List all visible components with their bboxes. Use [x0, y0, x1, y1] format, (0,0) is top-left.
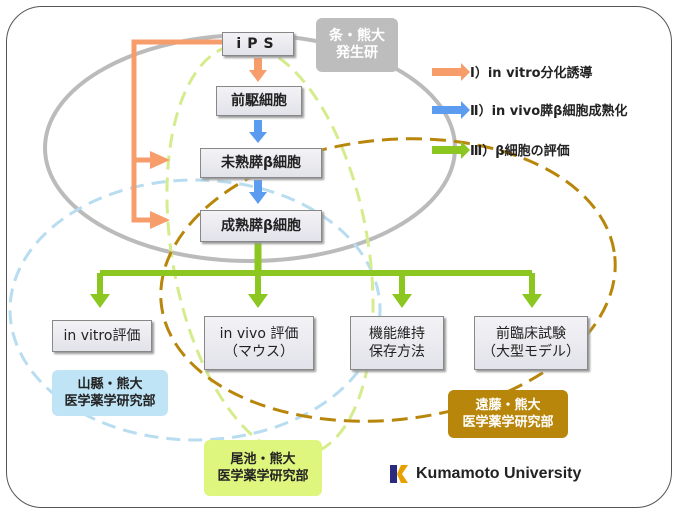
blue-arrow-icon: [432, 100, 470, 119]
legend-item-3: Ⅲ）β細胞の評価: [432, 140, 570, 159]
blue-step-1: [254, 120, 262, 134]
node-invivo-eval: in vivo 評価 （マウス）: [204, 316, 314, 370]
node-precursor: 前駆細胞: [216, 86, 302, 116]
kumamoto-chevron-icon: [390, 465, 408, 483]
orange-arrowhead-immature: [150, 151, 170, 169]
orange-step-1: [254, 58, 262, 72]
node-invitro-eval: in vitro評価: [52, 320, 152, 352]
orange-arrow-icon: [432, 62, 470, 81]
legend-item-1: Ⅰ）in vitro分化誘導: [432, 62, 593, 81]
legend-label-1: Ⅰ）in vitro分化誘導: [470, 66, 593, 81]
green-arrowhead-2: [248, 294, 268, 308]
green-arrow-icon: [432, 140, 470, 159]
logo-text: Kumamoto University: [416, 465, 582, 482]
blue-arrowhead-1: [249, 132, 267, 143]
node-function-storage: 機能維持 保存方法: [350, 316, 444, 370]
kumamoto-university-logo: Kumamoto University: [388, 463, 581, 485]
green-arrowhead-4: [522, 294, 542, 308]
orange-bracket: [131, 39, 222, 223]
node-preclinical: 前臨床試験 （大型モデル）: [474, 316, 588, 370]
yamagata-group-ellipse: [8, 178, 382, 442]
group-label-endo: 遠藤・熊大 医学薬学研究部: [448, 390, 568, 438]
endo-group-ellipse: [159, 137, 617, 423]
node-immature-beta: 未熟膵β細胞: [200, 148, 322, 178]
blue-arrowhead-2: [249, 192, 267, 204]
orange-arrowhead-precursor: [249, 70, 267, 82]
legend-label-3: Ⅲ）β細胞の評価: [470, 144, 570, 159]
group-label-yamagata: 山縣・熊大 医学薬学研究部: [52, 370, 168, 416]
legend-label-2: Ⅱ）in vivo膵β細胞成熟化: [470, 104, 628, 119]
blue-step-2: [254, 180, 262, 194]
green-arrowhead-1: [90, 294, 110, 308]
node-ips: iPS: [222, 32, 294, 56]
group-label-jo: 条・熊大 発生研: [316, 18, 398, 72]
orange-arrowhead-mature: [150, 211, 170, 229]
group-label-oike: 尾池・熊大 医学薬学研究部: [204, 440, 322, 496]
node-mature-beta: 成熟膵β細胞: [200, 210, 322, 242]
green-arrowhead-3: [392, 294, 412, 308]
legend-item-2: Ⅱ）in vivo膵β細胞成熟化: [432, 100, 627, 119]
